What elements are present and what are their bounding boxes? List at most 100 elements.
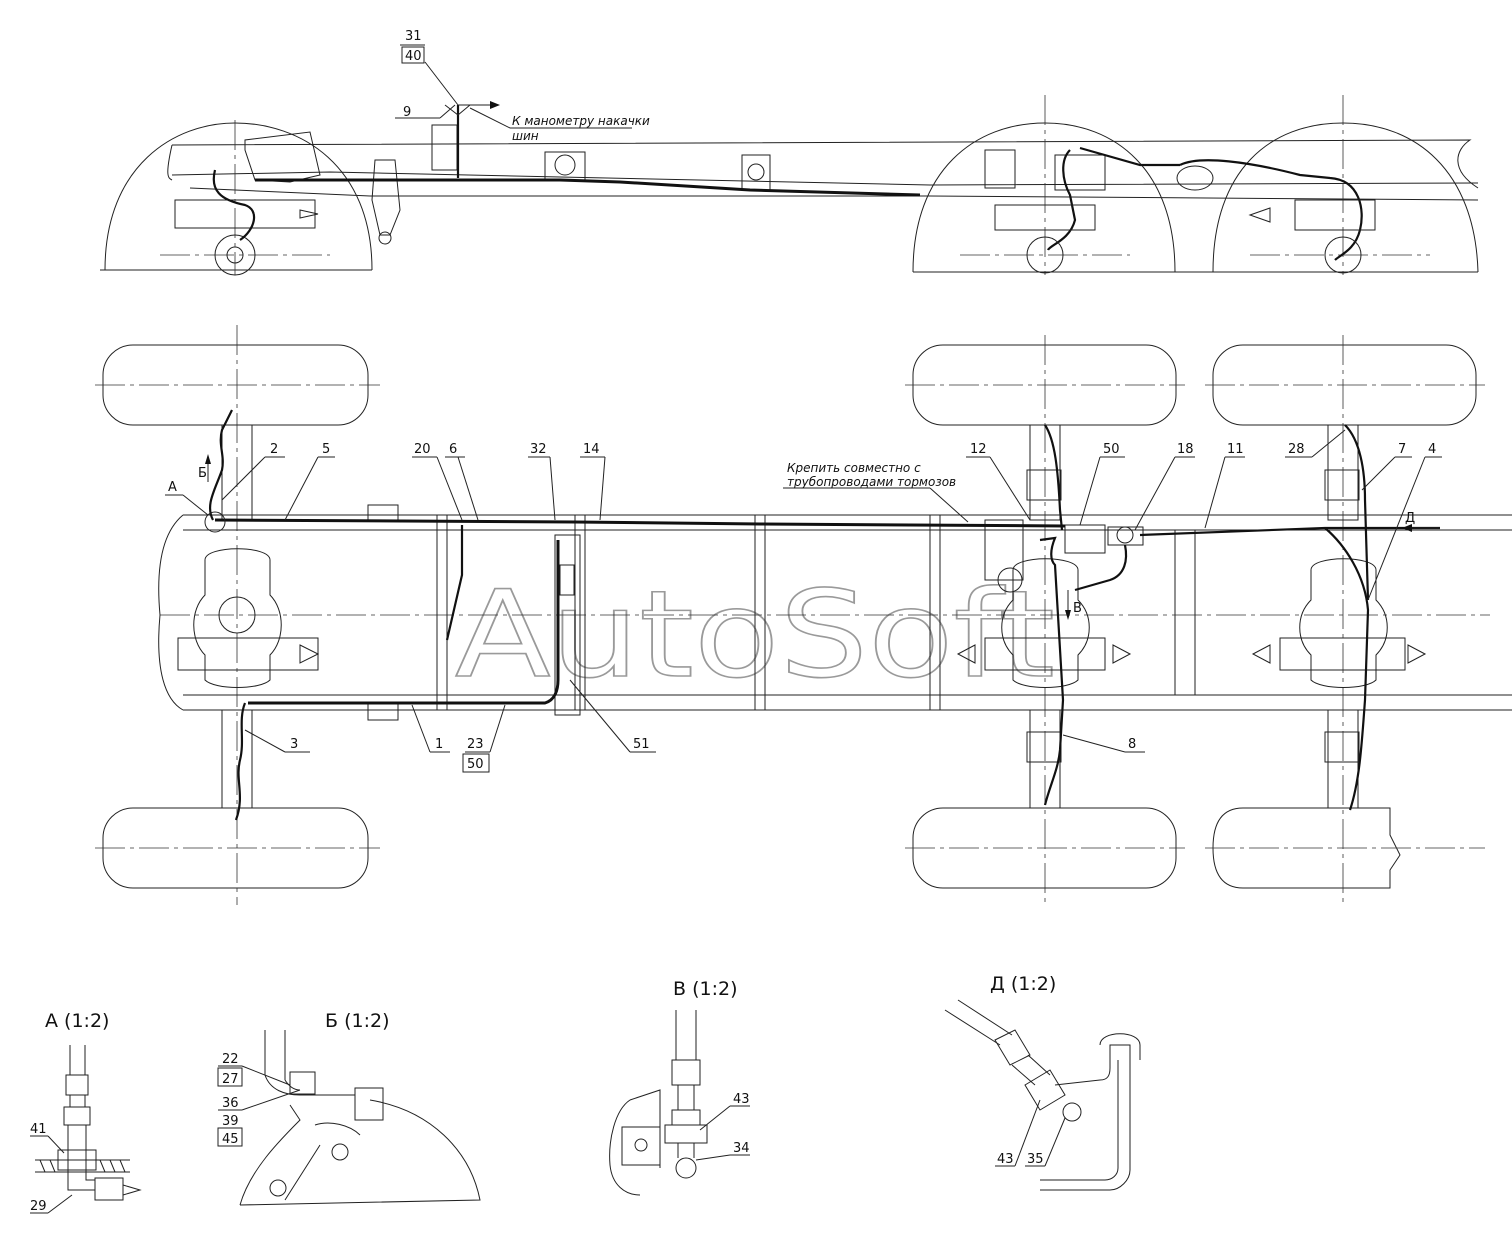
detail-v-label-34: 34 — [733, 1141, 750, 1156]
label-12: 12 — [970, 442, 987, 457]
label-B: Б — [198, 466, 207, 481]
middle-left-wheel-line — [1044, 424, 1064, 531]
label-5: 5 — [322, 442, 330, 457]
spring-bracket — [371, 159, 401, 236]
tee-fitting-18 — [1116, 526, 1134, 544]
label-50-bottom: 50 — [467, 757, 484, 772]
label-18: 18 — [1177, 442, 1194, 457]
fitting-a — [204, 511, 226, 533]
label-7: 7 — [1398, 442, 1406, 457]
frame-lower — [189, 187, 1479, 201]
arrow-head — [490, 101, 500, 109]
label-6: 6 — [449, 442, 457, 457]
note-fasten-line2: трубопроводами тормозов — [787, 475, 956, 489]
rear-differential — [1251, 558, 1427, 688]
valve-block — [1054, 154, 1106, 191]
front-differential — [177, 548, 320, 688]
spring-seat — [1324, 469, 1360, 501]
detail-a-label-41: 41 — [30, 1122, 47, 1137]
arrow-v — [1065, 610, 1071, 620]
detail-v-label-43: 43 — [733, 1092, 750, 1107]
label-D: Д — [1405, 511, 1415, 526]
detail-b-label-39: 39 — [222, 1114, 239, 1129]
label-28: 28 — [1288, 442, 1305, 457]
leader-line — [439, 104, 456, 119]
label-23: 23 — [467, 737, 484, 752]
hub-cap — [1248, 207, 1271, 223]
shackle-pin — [378, 231, 392, 245]
detail-v: В (1:2) 43 34 — [609, 978, 750, 1196]
crossmember-line — [445, 525, 464, 641]
spring-seat — [1026, 731, 1062, 763]
frame-bracket — [741, 154, 771, 191]
middle-hub — [1026, 236, 1064, 274]
front-axle-housing — [174, 199, 316, 229]
crossmember-clip — [559, 564, 575, 596]
detail-b-label-22: 22 — [222, 1052, 239, 1067]
rear-bracket — [1176, 165, 1214, 191]
crossmember-bolt — [554, 154, 576, 176]
label-50: 50 — [1103, 442, 1120, 457]
leader-line — [469, 107, 511, 129]
front-air-line — [212, 169, 256, 241]
label-51: 51 — [633, 737, 650, 752]
detail-a-label-29: 29 — [30, 1199, 47, 1214]
arrow-b — [205, 454, 211, 464]
frame-rail-top — [171, 139, 1479, 189]
frame-bracket — [367, 504, 399, 522]
label-1: 1 — [435, 737, 443, 752]
middle-axle-housing — [994, 204, 1096, 231]
main-air-line-left — [214, 518, 1066, 528]
plan-leaders-top: 2 5 20 6 32 14 12 50 18 11 28 7 4 — [221, 429, 1442, 601]
plan-leaders-bottom: 3 1 23 50 51 8 — [244, 679, 1145, 773]
label-4: 4 — [1428, 442, 1436, 457]
valve-fitting — [997, 567, 1023, 593]
rear-axle-housing — [1294, 199, 1376, 231]
note-fasten-line1: Крепить совместно с — [787, 461, 921, 475]
label-V: В — [1073, 601, 1082, 616]
label-9: 9 — [403, 105, 411, 120]
label-3: 3 — [290, 737, 298, 752]
crossmember-bracket — [544, 151, 586, 181]
side-view: 31 40 9 К манометру накачки шин — [100, 29, 1479, 276]
valve-unit — [984, 519, 1024, 581]
wheel-rear-right — [1212, 807, 1401, 889]
front-right-wheel-line — [234, 702, 247, 821]
detail-d-title: Д (1:2) — [990, 973, 1056, 995]
middle-air-line — [1046, 149, 1077, 251]
detail-b-label-27: 27 — [222, 1072, 239, 1087]
arrow-d — [1402, 524, 1412, 532]
leader-line — [424, 61, 459, 106]
front-hub — [214, 234, 256, 276]
frame-rail-bottom — [167, 144, 173, 181]
spring-seat — [1324, 731, 1360, 763]
note-manometer-line1: К манометру накачки — [512, 114, 650, 128]
detail-b-label-36: 36 — [222, 1096, 239, 1111]
detail-v-title: В (1:2) — [673, 978, 737, 1000]
middle-air-line — [1079, 146, 1180, 167]
label-8: 8 — [1128, 737, 1136, 752]
detail-a-title: А (1:2) — [45, 1010, 109, 1032]
crossmember-bracket — [554, 534, 581, 716]
gauge-bracket — [431, 124, 458, 171]
detail-a: А (1:2) 41 29 — [30, 1010, 142, 1214]
air-filter — [984, 149, 1016, 189]
frame-bracket-bolt — [747, 163, 765, 181]
label-11: 11 — [1227, 442, 1244, 457]
note-manometer-line2: шин — [512, 129, 539, 143]
detail-d-label-35: 35 — [1027, 1152, 1044, 1167]
label-2: 2 — [270, 442, 278, 457]
detail-b-label-45: 45 — [222, 1132, 239, 1147]
detail-d-label-43: 43 — [997, 1152, 1014, 1167]
frame-front-end — [158, 514, 184, 711]
branch-line — [1074, 544, 1128, 592]
rear-air-line — [1179, 159, 1363, 261]
detail-b-title: Б (1:2) — [325, 1010, 389, 1032]
rear-wheel-arch — [1212, 122, 1479, 273]
hub-cap — [299, 209, 319, 219]
middle-differential — [956, 558, 1132, 688]
leader-line — [182, 494, 209, 516]
rear-right-wheel-line — [1324, 527, 1370, 811]
label-31: 31 — [405, 29, 422, 44]
